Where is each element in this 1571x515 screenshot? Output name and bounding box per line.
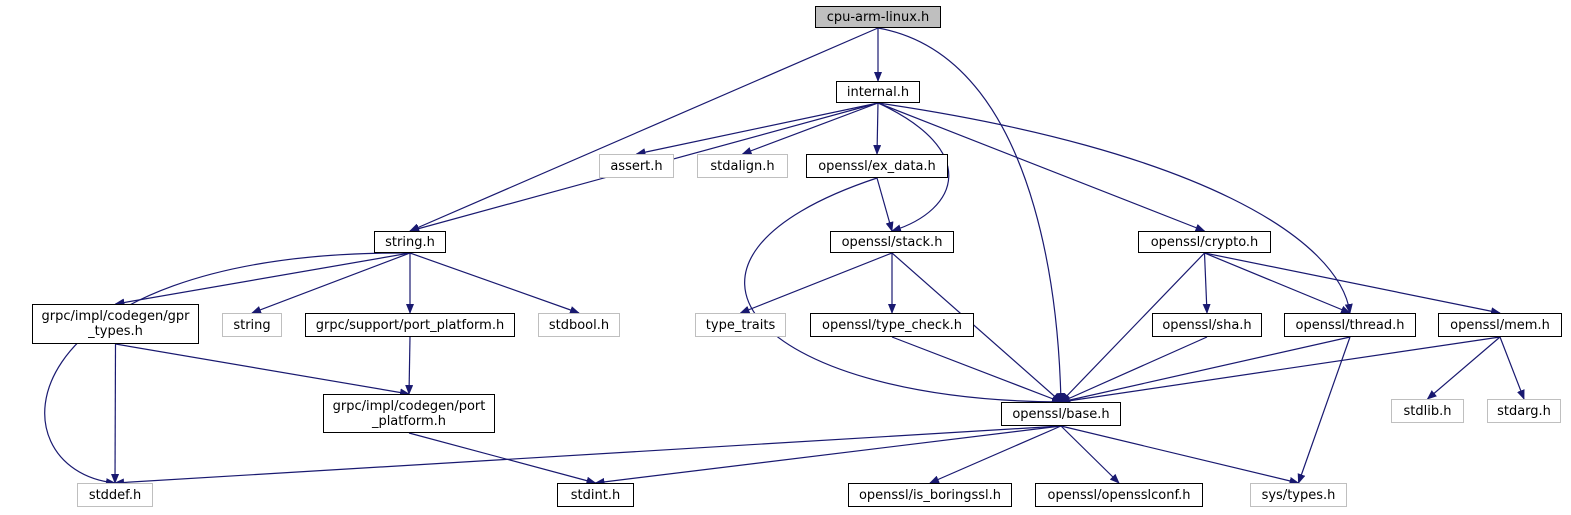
edge-stack-to-type-traits: [739, 252, 893, 314]
edge-cpu-arm-linux-to-string-h: [409, 27, 879, 232]
edge-thread-to-sys-types: [1297, 336, 1351, 484]
edge-port-platform-to-codegen-port-platform: [405, 336, 414, 395]
edge-string-h-to-stddef-h: [44, 252, 411, 487]
edge-ex-data-to-base: [744, 177, 1062, 406]
edge-crypto-to-thread: [1204, 252, 1351, 314]
node-stack[interactable]: openssl/stack.h: [830, 231, 954, 253]
edge-thread-to-base: [1060, 336, 1351, 404]
node-stdarg-h: stdarg.h: [1487, 399, 1561, 423]
node-base[interactable]: openssl/base.h: [1001, 402, 1121, 426]
edge-base-to-stdint-h: [594, 425, 1062, 486]
node-stdbool-h: stdbool.h: [538, 313, 620, 337]
node-crypto[interactable]: openssl/crypto.h: [1138, 231, 1271, 253]
edge-string-h-to-stdbool-h: [409, 252, 580, 314]
node-assert-h: assert.h: [599, 154, 674, 178]
node-internal[interactable]: internal.h: [836, 81, 920, 103]
edge-string-h-to-string-ext: [251, 252, 411, 314]
edge-internal-to-stdalign-h: [741, 102, 879, 155]
node-sys-types: sys/types.h: [1250, 483, 1347, 507]
node-gpr-types[interactable]: grpc/impl/codegen/gpr _types.h: [32, 304, 199, 344]
node-type-check[interactable]: openssl/type_check.h: [810, 313, 974, 337]
node-thread[interactable]: openssl/thread.h: [1284, 313, 1416, 337]
edge-internal-to-stack: [877, 102, 950, 233]
edge-base-to-is-boringssl: [929, 425, 1062, 484]
node-stdalign-h: stdalign.h: [697, 154, 788, 178]
edge-crypto-to-sha: [1202, 252, 1211, 314]
edge-internal-to-ex-data: [873, 102, 882, 155]
edge-gpr-types-to-codegen-port-platform: [115, 343, 410, 397]
edge-stack-to-base: [891, 252, 1062, 403]
edge-base-to-opensslconf: [1060, 425, 1120, 484]
node-ex-data[interactable]: openssl/ex_data.h: [806, 154, 948, 178]
edge-crypto-to-base: [1060, 252, 1205, 403]
node-stdint-h[interactable]: stdint.h: [557, 483, 634, 507]
node-sha[interactable]: openssl/sha.h: [1152, 313, 1262, 337]
edge-crypto-to-mem: [1204, 252, 1501, 316]
edge-base-to-stddef-h: [114, 425, 1062, 487]
edge-internal-to-thread: [877, 102, 1353, 314]
node-string-h[interactable]: string.h: [374, 231, 446, 253]
edge-codegen-port-platform-to-stdint-h: [408, 432, 597, 485]
edge-mem-to-stdarg-h: [1499, 336, 1525, 400]
node-codegen-port-platform[interactable]: grpc/impl/codegen/port _platform.h: [323, 394, 495, 433]
edge-gpr-types-to-stddef-h: [111, 343, 120, 484]
edge-mem-to-stdlib-h: [1426, 336, 1501, 400]
edge-string-h-to-gpr-types: [114, 252, 411, 307]
node-is-boringssl[interactable]: openssl/is_boringssl.h: [848, 483, 1012, 507]
edge-sha-to-base: [1060, 336, 1208, 403]
node-cpu-arm-linux[interactable]: cpu-arm-linux.h: [815, 6, 941, 28]
edge-ex-data-to-stack: [876, 177, 894, 232]
edge-internal-to-assert-h: [635, 102, 879, 157]
edge-base-to-sys-types: [1060, 425, 1300, 485]
node-type-traits: type_traits: [695, 313, 786, 337]
edge-cpu-arm-linux-to-base: [877, 27, 1065, 403]
node-string-ext: string: [222, 313, 282, 337]
node-mem[interactable]: openssl/mem.h: [1438, 313, 1562, 337]
node-stddef-h: stddef.h: [77, 483, 153, 507]
edge-mem-to-base: [1060, 336, 1501, 405]
node-port-platform[interactable]: grpc/support/port_platform.h: [305, 313, 515, 337]
edge-internal-to-crypto: [877, 102, 1206, 232]
edge-type-check-to-base: [891, 336, 1062, 403]
node-opensslconf[interactable]: openssl/opensslconf.h: [1035, 483, 1203, 507]
node-stdlib-h: stdlib.h: [1391, 399, 1464, 423]
